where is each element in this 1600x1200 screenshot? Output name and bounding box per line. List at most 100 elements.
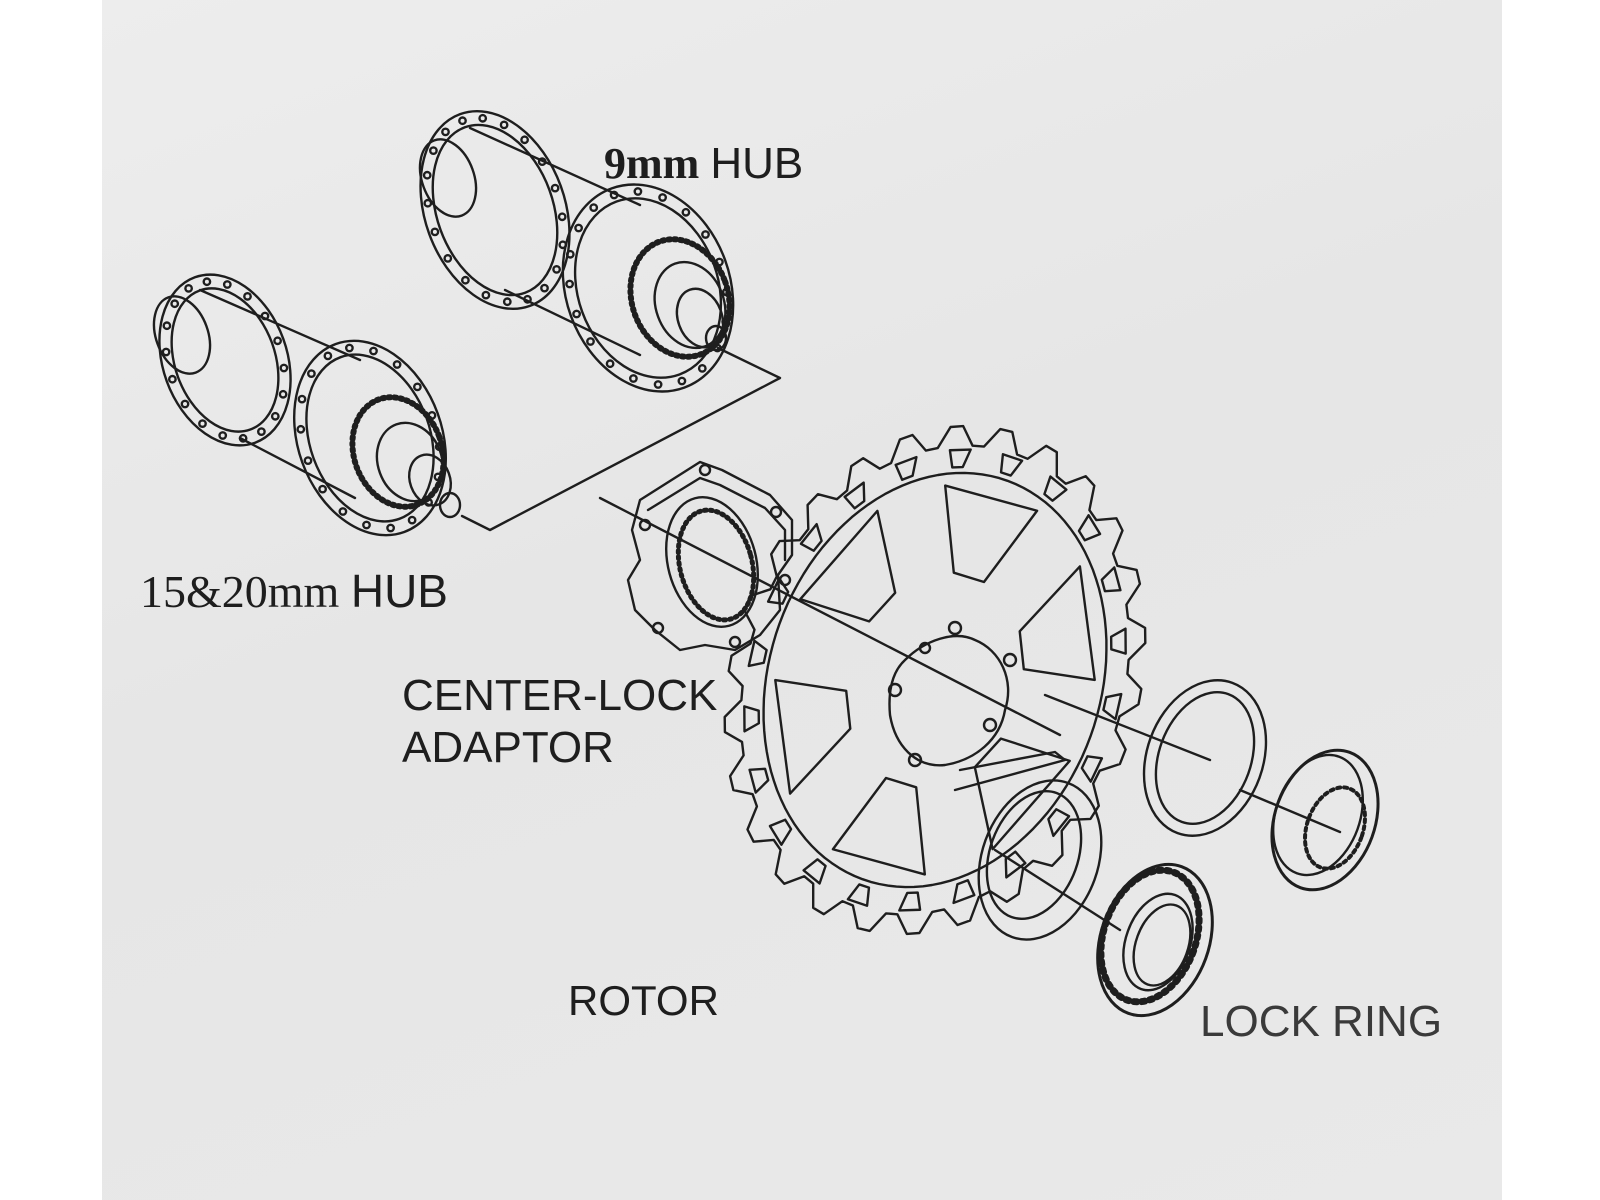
label-9mm-hub: 9mm HUB xyxy=(604,142,803,186)
label-15-20mm-size: 15&20mm xyxy=(140,566,340,617)
flange-hole xyxy=(338,507,348,516)
rotor-slot xyxy=(846,883,871,907)
flange-hole xyxy=(392,360,402,369)
flange-hole xyxy=(270,411,280,421)
label-9mm-word: HUB xyxy=(710,139,804,188)
flange-hole xyxy=(202,277,212,287)
flange-hole xyxy=(218,431,228,440)
flange-hole xyxy=(677,376,687,386)
flange-hole xyxy=(296,424,306,434)
flange-hole xyxy=(170,299,180,309)
flange-hole xyxy=(256,427,266,436)
leader-lines xyxy=(460,346,1342,932)
flange-hole xyxy=(433,472,443,482)
flange-hole xyxy=(722,287,731,297)
flange-hole xyxy=(260,311,270,321)
flange-hole xyxy=(481,290,491,300)
rotor-window xyxy=(973,737,1071,851)
flange-hole xyxy=(520,135,529,145)
flange-hole xyxy=(701,230,710,239)
label-center-lock-line1: CENTER-LOCK xyxy=(402,671,718,720)
rotor-slot xyxy=(743,705,761,733)
flange-hole xyxy=(574,223,583,233)
flange-hole xyxy=(715,257,724,267)
rotor-slot xyxy=(1100,566,1122,593)
rotor-slot xyxy=(766,577,790,605)
label-9mm-size: 9mm xyxy=(604,139,700,188)
label-center-lock-line2: ADAPTOR xyxy=(402,723,614,772)
flange-hole xyxy=(422,170,432,180)
flange-hole xyxy=(198,419,207,428)
flange-hole xyxy=(412,382,422,392)
flange-hole xyxy=(407,515,417,525)
flange-hole xyxy=(460,275,470,285)
flange-hole xyxy=(184,283,194,293)
rotor-slot xyxy=(1102,692,1123,721)
flange-hole xyxy=(303,456,313,465)
rotor-slot xyxy=(1080,755,1104,783)
flange-hole xyxy=(565,279,574,289)
flange-hole xyxy=(552,264,561,274)
washer-drawing xyxy=(1270,748,1380,892)
flange-hole xyxy=(434,442,444,452)
flange-hole xyxy=(306,369,316,378)
flange-hole xyxy=(323,351,333,361)
flange-hole xyxy=(589,203,599,213)
rotor-drawing xyxy=(723,424,1147,936)
flange-hole xyxy=(427,410,437,420)
label-15-20mm-hub: 15&20mm HUB xyxy=(140,568,448,615)
flange-hole xyxy=(222,280,232,289)
flange-hole xyxy=(318,484,327,494)
flange-hole xyxy=(557,212,567,222)
label-lock-ring: LOCK RING xyxy=(1200,997,1443,1046)
flange-hole xyxy=(633,187,643,196)
flange-hole xyxy=(721,317,731,327)
flange-hole xyxy=(423,198,433,208)
flange-hole xyxy=(344,343,354,353)
flange-hole xyxy=(558,240,568,250)
rotor-slot xyxy=(768,818,793,846)
rotor-slot xyxy=(1004,850,1027,879)
flange-hole xyxy=(502,297,512,307)
rotor-window xyxy=(1018,565,1096,682)
label-rotor: ROTOR xyxy=(568,977,719,1024)
flange-hole xyxy=(297,394,307,404)
rotor-slot xyxy=(898,891,922,912)
lock-ring-drawing xyxy=(1096,862,1214,1018)
flange-hole xyxy=(713,343,722,353)
rotor-slot xyxy=(999,453,1024,477)
flange-hole xyxy=(362,520,371,530)
rotor-slot xyxy=(843,481,866,510)
flange-hole xyxy=(550,183,560,193)
flange-hole xyxy=(441,127,450,137)
center-lock-adaptor-drawing xyxy=(626,460,794,652)
flange-hole xyxy=(273,336,282,346)
flange-hole xyxy=(565,249,575,259)
flange-hole xyxy=(605,359,615,369)
rotor-slot xyxy=(1109,627,1127,655)
flange-hole xyxy=(572,309,581,319)
flange-hole xyxy=(499,120,509,130)
flange-hole xyxy=(167,374,177,384)
flange-hole xyxy=(278,389,288,399)
flange-hole xyxy=(243,291,252,301)
flange-hole xyxy=(537,157,547,167)
rotor-slot xyxy=(748,767,770,794)
flange-hole xyxy=(386,523,395,533)
flange-hole xyxy=(653,380,663,389)
flange-hole xyxy=(430,227,440,237)
rotor-window xyxy=(774,678,852,795)
flange-hole xyxy=(443,253,453,263)
label-center-lock-adaptor: CENTER-LOCK ADAPTOR xyxy=(402,670,717,774)
flange-hole xyxy=(180,399,190,409)
flange-hole xyxy=(161,347,171,357)
flange-hole xyxy=(540,283,549,293)
flange-hole xyxy=(424,497,433,507)
rotor-slot xyxy=(952,879,976,905)
shim-rings-drawing xyxy=(977,679,1268,941)
rotor-slot xyxy=(747,639,768,668)
rotor-slot xyxy=(894,455,918,481)
flange-hole xyxy=(609,190,619,200)
flange-hole xyxy=(629,374,638,383)
